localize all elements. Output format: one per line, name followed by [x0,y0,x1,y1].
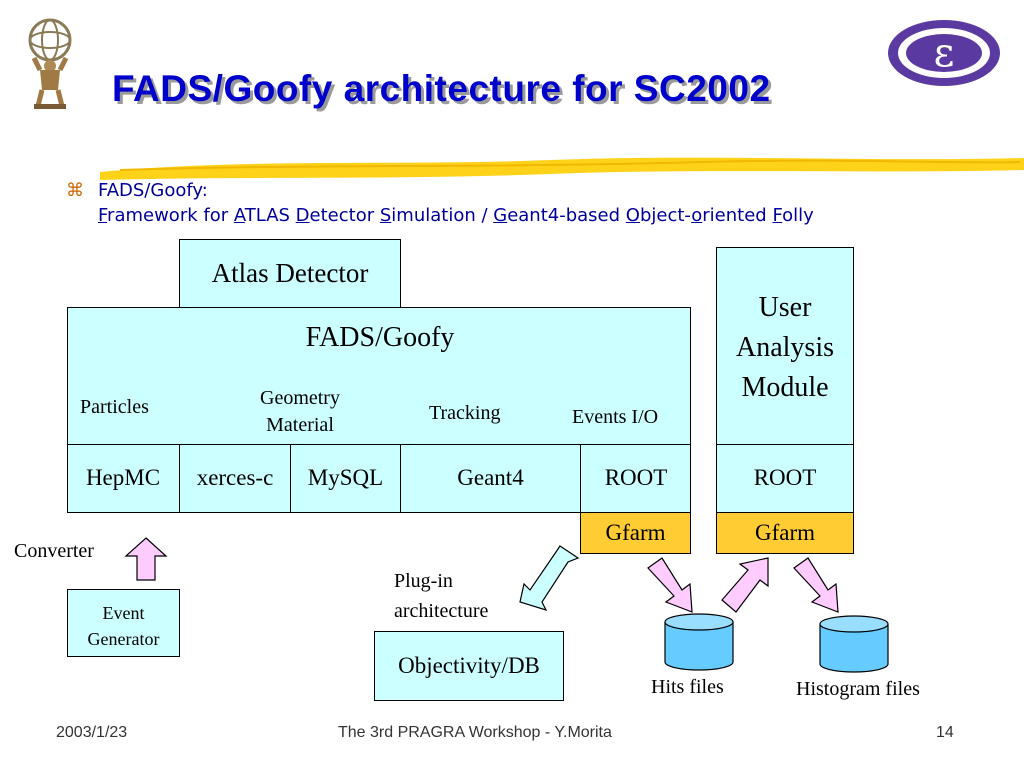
tracking-label: Tracking [429,402,501,424]
lib-cell-mysql: MySQL [291,444,401,512]
bullet-heading: FADS/Goofy: [98,180,208,201]
database-cylinder-icon [819,615,889,673]
footer-center: The 3rd PRAGRA Workshop - Y.Morita [338,724,612,741]
objectivity-box: Objectivity/DB [374,631,564,701]
particles-label: Particles [80,396,149,418]
plugin-label: Plug-in architecture [394,570,489,622]
double-arrow-icon [519,545,580,611]
bullet-expansion: Framework for ATLAS Detector Simulation … [98,205,814,226]
user-root-label: ROOT [753,465,817,490]
event-generator-box: Event Generator [67,589,180,657]
title-underline-stroke [100,157,1024,180]
lib-cell-hepmc: HepMC [67,444,180,512]
atlas-detector-box: Atlas Detector [179,239,401,308]
geometry-material-label: Geometry Material [260,387,340,436]
up-arrow-icon [124,537,168,581]
user-analysis-label: User Analysis Module [736,292,834,403]
converter-label: Converter [14,540,94,562]
down-arrow-icon [647,557,693,613]
page-title: FADS/Goofy architecture for SC2002 [112,68,771,109]
histogram-files-label: Histogram files [796,678,920,700]
lib-cell-xerces: xerces-c [180,444,291,512]
database-cylinder-icon [664,613,734,671]
events-io-label: Events I/O [572,406,659,428]
kek-logo-icon: ε [888,20,1000,86]
user-analysis-box: User Analysis Module ROOT [716,247,854,513]
lib-cell-root: ROOT [604,465,668,490]
fads-goofy-box: FADS/Goofy Particles Geometry Material T… [67,307,691,513]
lib-row-divider [68,444,690,445]
bullet-z-icon: ⌘ [66,180,84,201]
footer-date: 2003/1/23 [56,724,128,741]
user-analysis-divider [717,444,853,445]
gfarm-right-box: Gfarm [716,512,854,554]
down-arrow-icon [793,557,839,613]
up-arrow-icon [721,557,769,613]
svg-text:ε: ε [934,30,955,76]
fads-goofy-label: FADS/Goofy [305,322,455,353]
hits-files-label: Hits files [651,676,724,698]
footer-page-number: 14 [936,724,954,741]
lib-cell-geant4: Geant4 [401,444,581,512]
atlas-statue-icon [28,18,72,109]
gfarm-left-box: Gfarm [580,512,691,554]
